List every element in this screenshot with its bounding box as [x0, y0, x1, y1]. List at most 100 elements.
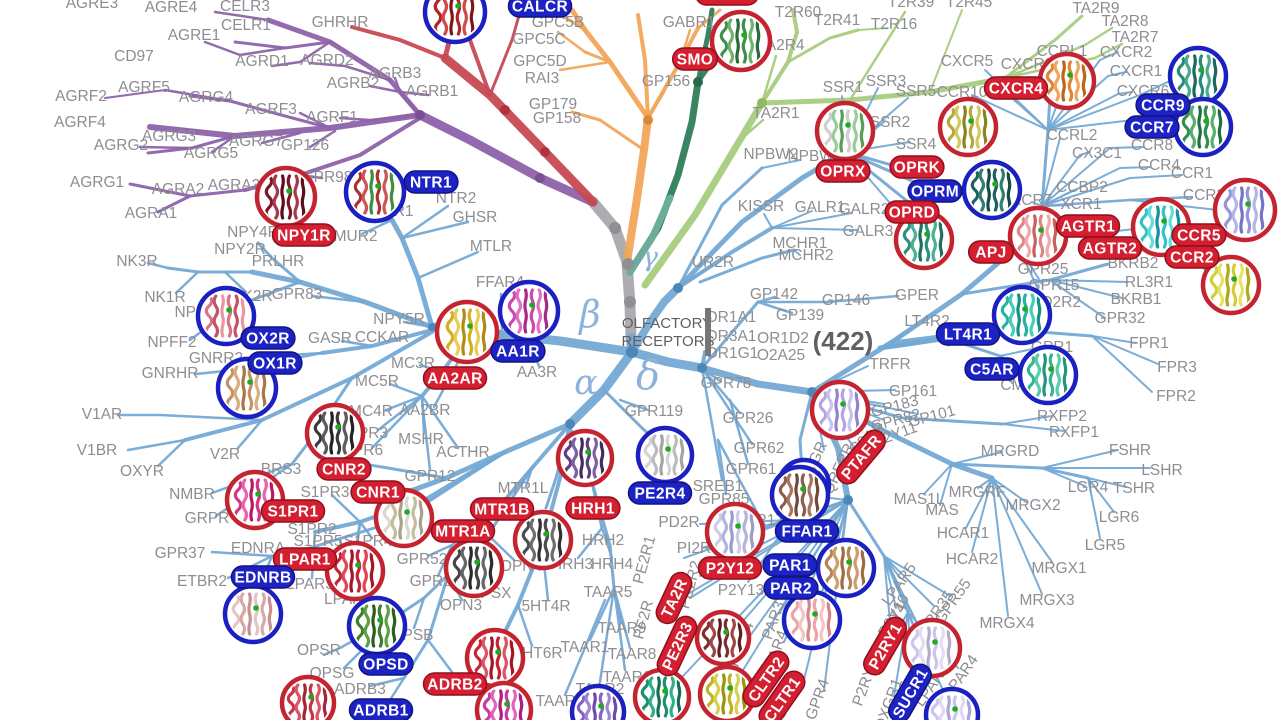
- tree-branch: [338, 113, 422, 122]
- tree-branch: [728, 398, 750, 466]
- receptor-label: T2R45: [946, 0, 993, 11]
- class-letter-γ: γ: [642, 242, 659, 273]
- svg-text:PAR1: PAR1: [769, 558, 811, 575]
- tree-branch: [298, 111, 332, 130]
- svg-text:NTR1: NTR1: [410, 175, 452, 192]
- svg-text:S1PR1: S1PR1: [267, 504, 318, 521]
- tree-branch: [991, 477, 1053, 563]
- receptor-label: TA2R1: [752, 105, 799, 122]
- receptor-badge: [696, 0, 758, 6]
- tree-branch: [308, 61, 392, 82]
- receptor-badge-s1pr1: S1PR1: [260, 499, 326, 523]
- tree-branch: [368, 676, 406, 688]
- svg-text:AA2AR: AA2AR: [427, 371, 482, 388]
- svg-text:AA1R: AA1R: [496, 344, 540, 361]
- receptor-label: TA2R7: [1111, 29, 1158, 46]
- tree-branch: [738, 118, 765, 142]
- tree-branch: [951, 451, 1003, 465]
- protein-structure: [704, 501, 766, 563]
- branch-node-dot: [535, 173, 545, 183]
- receptor-badge-cnr2: CNR2: [316, 457, 372, 481]
- receptor-label: LGR4: [1068, 479, 1109, 496]
- receptor-label: AGRF4: [54, 114, 106, 131]
- tree-branch: [971, 94, 1049, 131]
- branch-node-dot: [428, 323, 436, 331]
- receptor-badge-par2: PAR2: [763, 576, 819, 600]
- tree-branch: [116, 413, 264, 422]
- tree-branch: [388, 382, 424, 398]
- tree-branch: [676, 226, 774, 290]
- receptor-label: CXCR2: [1100, 44, 1153, 61]
- tree-branch: [636, 13, 650, 120]
- receptor-label: OR1G1: [706, 345, 759, 362]
- tree-branch: [260, 131, 302, 145]
- receptor-label: AGRB1: [406, 83, 459, 100]
- tree-branch: [233, 40, 332, 50]
- protein-structure: [422, 0, 488, 45]
- receptor-label: GPR37: [155, 545, 206, 562]
- receptor-label: KISSR: [738, 198, 785, 215]
- tree-branch: [400, 204, 450, 240]
- tree-branch: [389, 217, 435, 330]
- receptor-label: PE2R1: [630, 534, 659, 586]
- receptor-label: AGRG5: [184, 145, 238, 162]
- receptor-label: NMBR: [169, 486, 215, 503]
- svg-text:OPRM: OPRM: [911, 184, 959, 201]
- tree-branch: [558, 60, 612, 72]
- receptor-label: MC3R: [391, 355, 435, 372]
- svg-text:HRH1: HRH1: [571, 501, 615, 518]
- tree-branch: [370, 394, 424, 450]
- tree-branch: [569, 7, 651, 121]
- svg-text:ADRB1: ADRB1: [353, 703, 408, 720]
- tree-branch: [883, 555, 897, 609]
- tree-branch: [570, 110, 646, 152]
- receptor-label: GP142: [750, 286, 798, 303]
- ligand-dot: [1231, 276, 1237, 282]
- ligand-dot: [455, 3, 461, 9]
- branch-node-dot: [843, 495, 853, 505]
- receptor-label: GPR52: [397, 551, 448, 568]
- receptor-label: AGRB2: [327, 75, 380, 92]
- ligand-dot: [286, 188, 292, 194]
- receptor-badge-adrb2: ADRB2: [422, 672, 488, 696]
- branch-node-dot: [624, 296, 636, 308]
- tree-branch: [210, 550, 274, 558]
- receptor-badge-c5ar: C5AR: [964, 357, 1020, 381]
- tree-branch: [771, 212, 853, 229]
- tree-branch: [857, 27, 889, 31]
- receptor-label: OPN3: [440, 597, 482, 614]
- branch-node-dot: [643, 115, 653, 125]
- receptor-badge-par1: PAR1: [762, 553, 818, 577]
- svg-text:FFAR1: FFAR1: [781, 524, 832, 541]
- protein-structure: [304, 402, 366, 464]
- receptor-label: MRGRD: [981, 443, 1040, 460]
- tree-branch: [1087, 477, 1127, 488]
- protein-structure: [632, 667, 692, 720]
- svg-text:NPY1R: NPY1R: [277, 228, 331, 245]
- receptor-label: V2R: [210, 446, 240, 463]
- protein-structure: [555, 428, 615, 488]
- tree-branch: [700, 366, 754, 446]
- receptor-label: MC4R: [349, 403, 393, 420]
- receptor-label: FPR1: [1129, 335, 1169, 352]
- ligand-dot: [952, 706, 958, 712]
- receptor-label: SSR3: [866, 73, 907, 90]
- receptor-label: FPR3: [1157, 359, 1197, 376]
- svg-text:PAR2: PAR2: [770, 581, 812, 598]
- receptor-label: OR1A1: [706, 309, 757, 326]
- ligand-dot: [845, 122, 851, 128]
- receptor-label: ETBR2: [177, 573, 227, 590]
- svg-text:EDNRB: EDNRB: [234, 570, 291, 587]
- tree-branch: [388, 676, 406, 702]
- branch-node-dot: [693, 77, 703, 87]
- tree-branch: [236, 418, 264, 450]
- tree-branch: [1047, 71, 1127, 131]
- tree-branch: [698, 248, 796, 284]
- receptor-label: RXFP1: [1049, 424, 1099, 441]
- receptor-label: CCKAR: [355, 329, 409, 346]
- svg-text:CNR1: CNR1: [356, 485, 400, 502]
- ligand-dot: [723, 629, 729, 635]
- receptor-label: GP126: [281, 137, 329, 154]
- tree-branch: [1087, 477, 1101, 539]
- tree-branch: [249, 269, 435, 330]
